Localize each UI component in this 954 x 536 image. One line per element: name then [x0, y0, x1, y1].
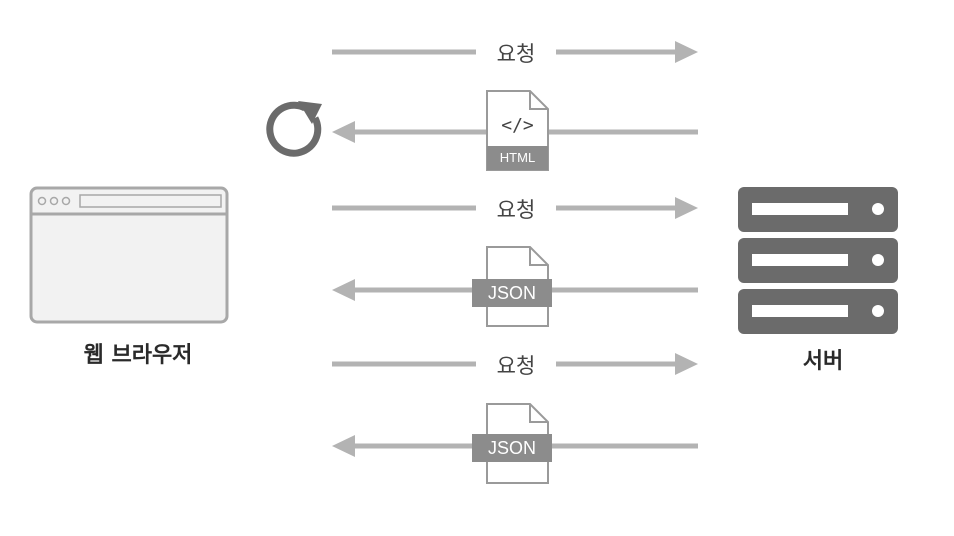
- server-label: 서버: [802, 349, 844, 374]
- server-unit-1: [738, 187, 898, 232]
- html-code-glyph: </>: [501, 115, 534, 136]
- browser-window-icon: [29, 186, 229, 324]
- json-file-icon: [472, 246, 552, 327]
- browser-label: 웹 브라우저: [83, 343, 193, 368]
- server-rack-icon: [738, 187, 898, 334]
- server-unit-2: [738, 238, 898, 283]
- server-unit-3: [738, 289, 898, 334]
- refresh-icon: [266, 101, 322, 157]
- json-file-icon: [472, 403, 552, 484]
- request-label: 요청: [476, 38, 556, 68]
- json-file-label: JSON: [487, 438, 536, 458]
- request-label: 요청: [476, 350, 556, 380]
- html-file-icon: [486, 90, 549, 171]
- json-file-label: JSON: [487, 283, 536, 303]
- html-file-label: HTML: [499, 150, 536, 165]
- request-label: 요청: [476, 194, 556, 224]
